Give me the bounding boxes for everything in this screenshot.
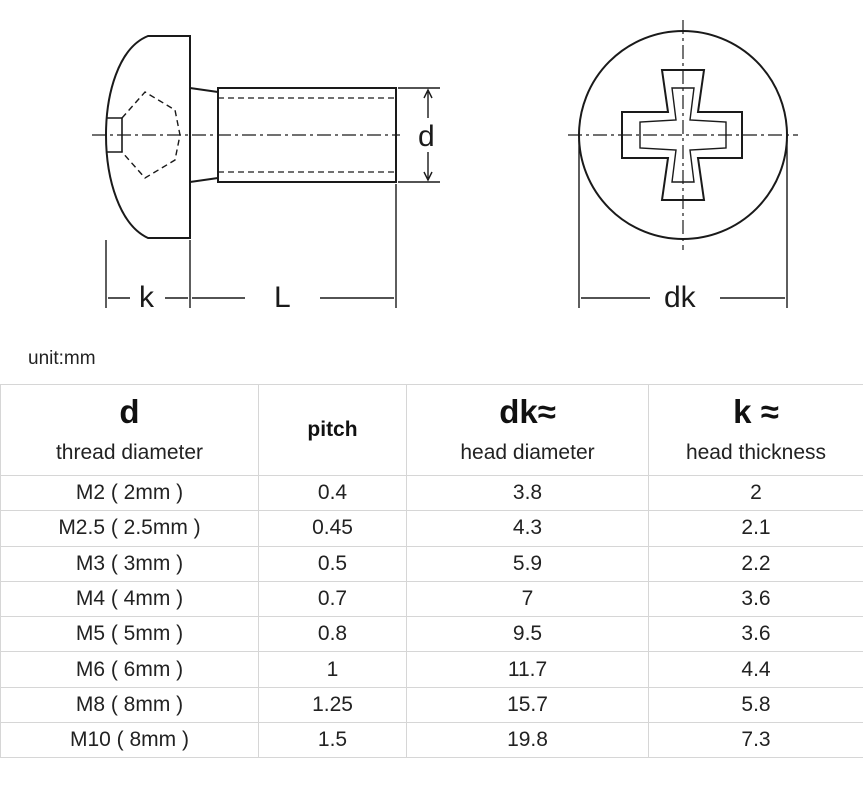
screw-spec-table: d thread diameter pitch dk≈ head diamete… xyxy=(0,384,863,759)
cell-pitch: 0.8 xyxy=(258,616,407,653)
cell-head-diameter: 7 xyxy=(406,580,649,618)
table-row: M2.5 ( 2.5mm ) 0.45 4.3 2.1 xyxy=(0,510,863,547)
unit-label: unit:mm xyxy=(28,348,96,369)
cell-head-diameter: 19.8 xyxy=(406,722,649,759)
table-row: M6 ( 6mm ) 1 11.7 4.4 xyxy=(0,651,863,688)
table-row: M5 ( 5mm ) 0.8 9.5 3.6 xyxy=(0,616,863,653)
cell-pitch: 1.5 xyxy=(258,722,407,759)
table-row: M10 ( 8mm ) 1.5 19.8 7.3 xyxy=(0,722,863,759)
header-k-symbol: k ≈ xyxy=(733,393,779,430)
cell-head-thickness: 2 xyxy=(648,474,863,512)
header-head-diameter: dk≈ head diameter xyxy=(406,384,649,476)
cell-head-thickness: 4.4 xyxy=(648,651,863,688)
cell-pitch: 1.25 xyxy=(258,686,407,724)
cell-thread: M3 ( 3mm ) xyxy=(0,545,259,582)
cell-pitch: 1 xyxy=(258,651,407,688)
screw-shank xyxy=(217,87,397,183)
header-head-thickness: k ≈ head thickness xyxy=(648,384,863,476)
header-d-symbol: d xyxy=(119,393,140,430)
cell-head-thickness: 5.8 xyxy=(648,686,863,724)
cell-pitch: 0.5 xyxy=(258,545,407,582)
dimension-dk-line xyxy=(578,140,788,308)
table-row: M4 ( 4mm ) 0.7 7 3.6 xyxy=(0,580,863,618)
phillips-cross xyxy=(621,69,743,201)
cell-head-thickness: 2.1 xyxy=(648,510,863,547)
header-k-text: head thickness xyxy=(685,441,827,464)
cell-head-thickness: 3.6 xyxy=(648,580,863,618)
label-d: d xyxy=(418,120,435,153)
extension-lines xyxy=(105,184,397,308)
dimension-d-arrows xyxy=(423,88,433,182)
cell-head-thickness: 3.6 xyxy=(648,616,863,653)
cell-thread: M6 ( 6mm ) xyxy=(0,651,259,688)
cell-thread: M2.5 ( 2.5mm ) xyxy=(0,510,259,547)
table-row: M2 ( 2mm ) 0.4 3.8 2 xyxy=(0,474,863,512)
header-d-text: thread diameter xyxy=(55,441,204,464)
cell-head-thickness: 2.2 xyxy=(648,545,863,582)
header-pitch-text: pitch xyxy=(307,418,358,441)
table-header-row: d thread diameter pitch dk≈ head diamete… xyxy=(0,384,863,476)
cell-thread: M2 ( 2mm ) xyxy=(0,474,259,512)
header-pitch: pitch xyxy=(258,384,407,476)
cell-thread: M4 ( 4mm ) xyxy=(0,580,259,618)
screw-dimension-drawing: d k L dk xyxy=(92,20,798,314)
label-k: k xyxy=(139,281,155,314)
cell-head-diameter: 9.5 xyxy=(406,616,649,653)
screw-head-side xyxy=(104,35,191,239)
phillips-cross-inner xyxy=(639,87,727,183)
cell-head-diameter: 15.7 xyxy=(406,686,649,724)
table-row: M8 ( 8mm ) 1.25 15.7 5.8 xyxy=(0,686,863,724)
header-dk-text: head diameter xyxy=(460,441,595,464)
cell-pitch: 0.7 xyxy=(258,580,407,618)
cell-pitch: 0.4 xyxy=(258,474,407,512)
cell-head-diameter: 3.8 xyxy=(406,474,649,512)
cell-head-thickness: 7.3 xyxy=(648,722,863,759)
center-line-top xyxy=(568,20,798,250)
cell-thread: M8 ( 8mm ) xyxy=(0,686,259,724)
cell-head-diameter: 4.3 xyxy=(406,510,649,547)
cell-head-diameter: 11.7 xyxy=(406,651,649,688)
dimension-d-line xyxy=(398,87,440,183)
label-dk: dk xyxy=(664,281,697,314)
cell-thread: M5 ( 5mm ) xyxy=(0,616,259,653)
label-L: L xyxy=(274,281,291,314)
cell-thread: M10 ( 8mm ) xyxy=(0,722,259,759)
header-thread-diameter: d thread diameter xyxy=(0,384,259,476)
cell-head-diameter: 5.9 xyxy=(406,545,649,582)
table-row: M3 ( 3mm ) 0.5 5.9 2.2 xyxy=(0,545,863,582)
header-dk-symbol: dk≈ xyxy=(499,393,556,430)
cell-pitch: 0.45 xyxy=(258,510,407,547)
